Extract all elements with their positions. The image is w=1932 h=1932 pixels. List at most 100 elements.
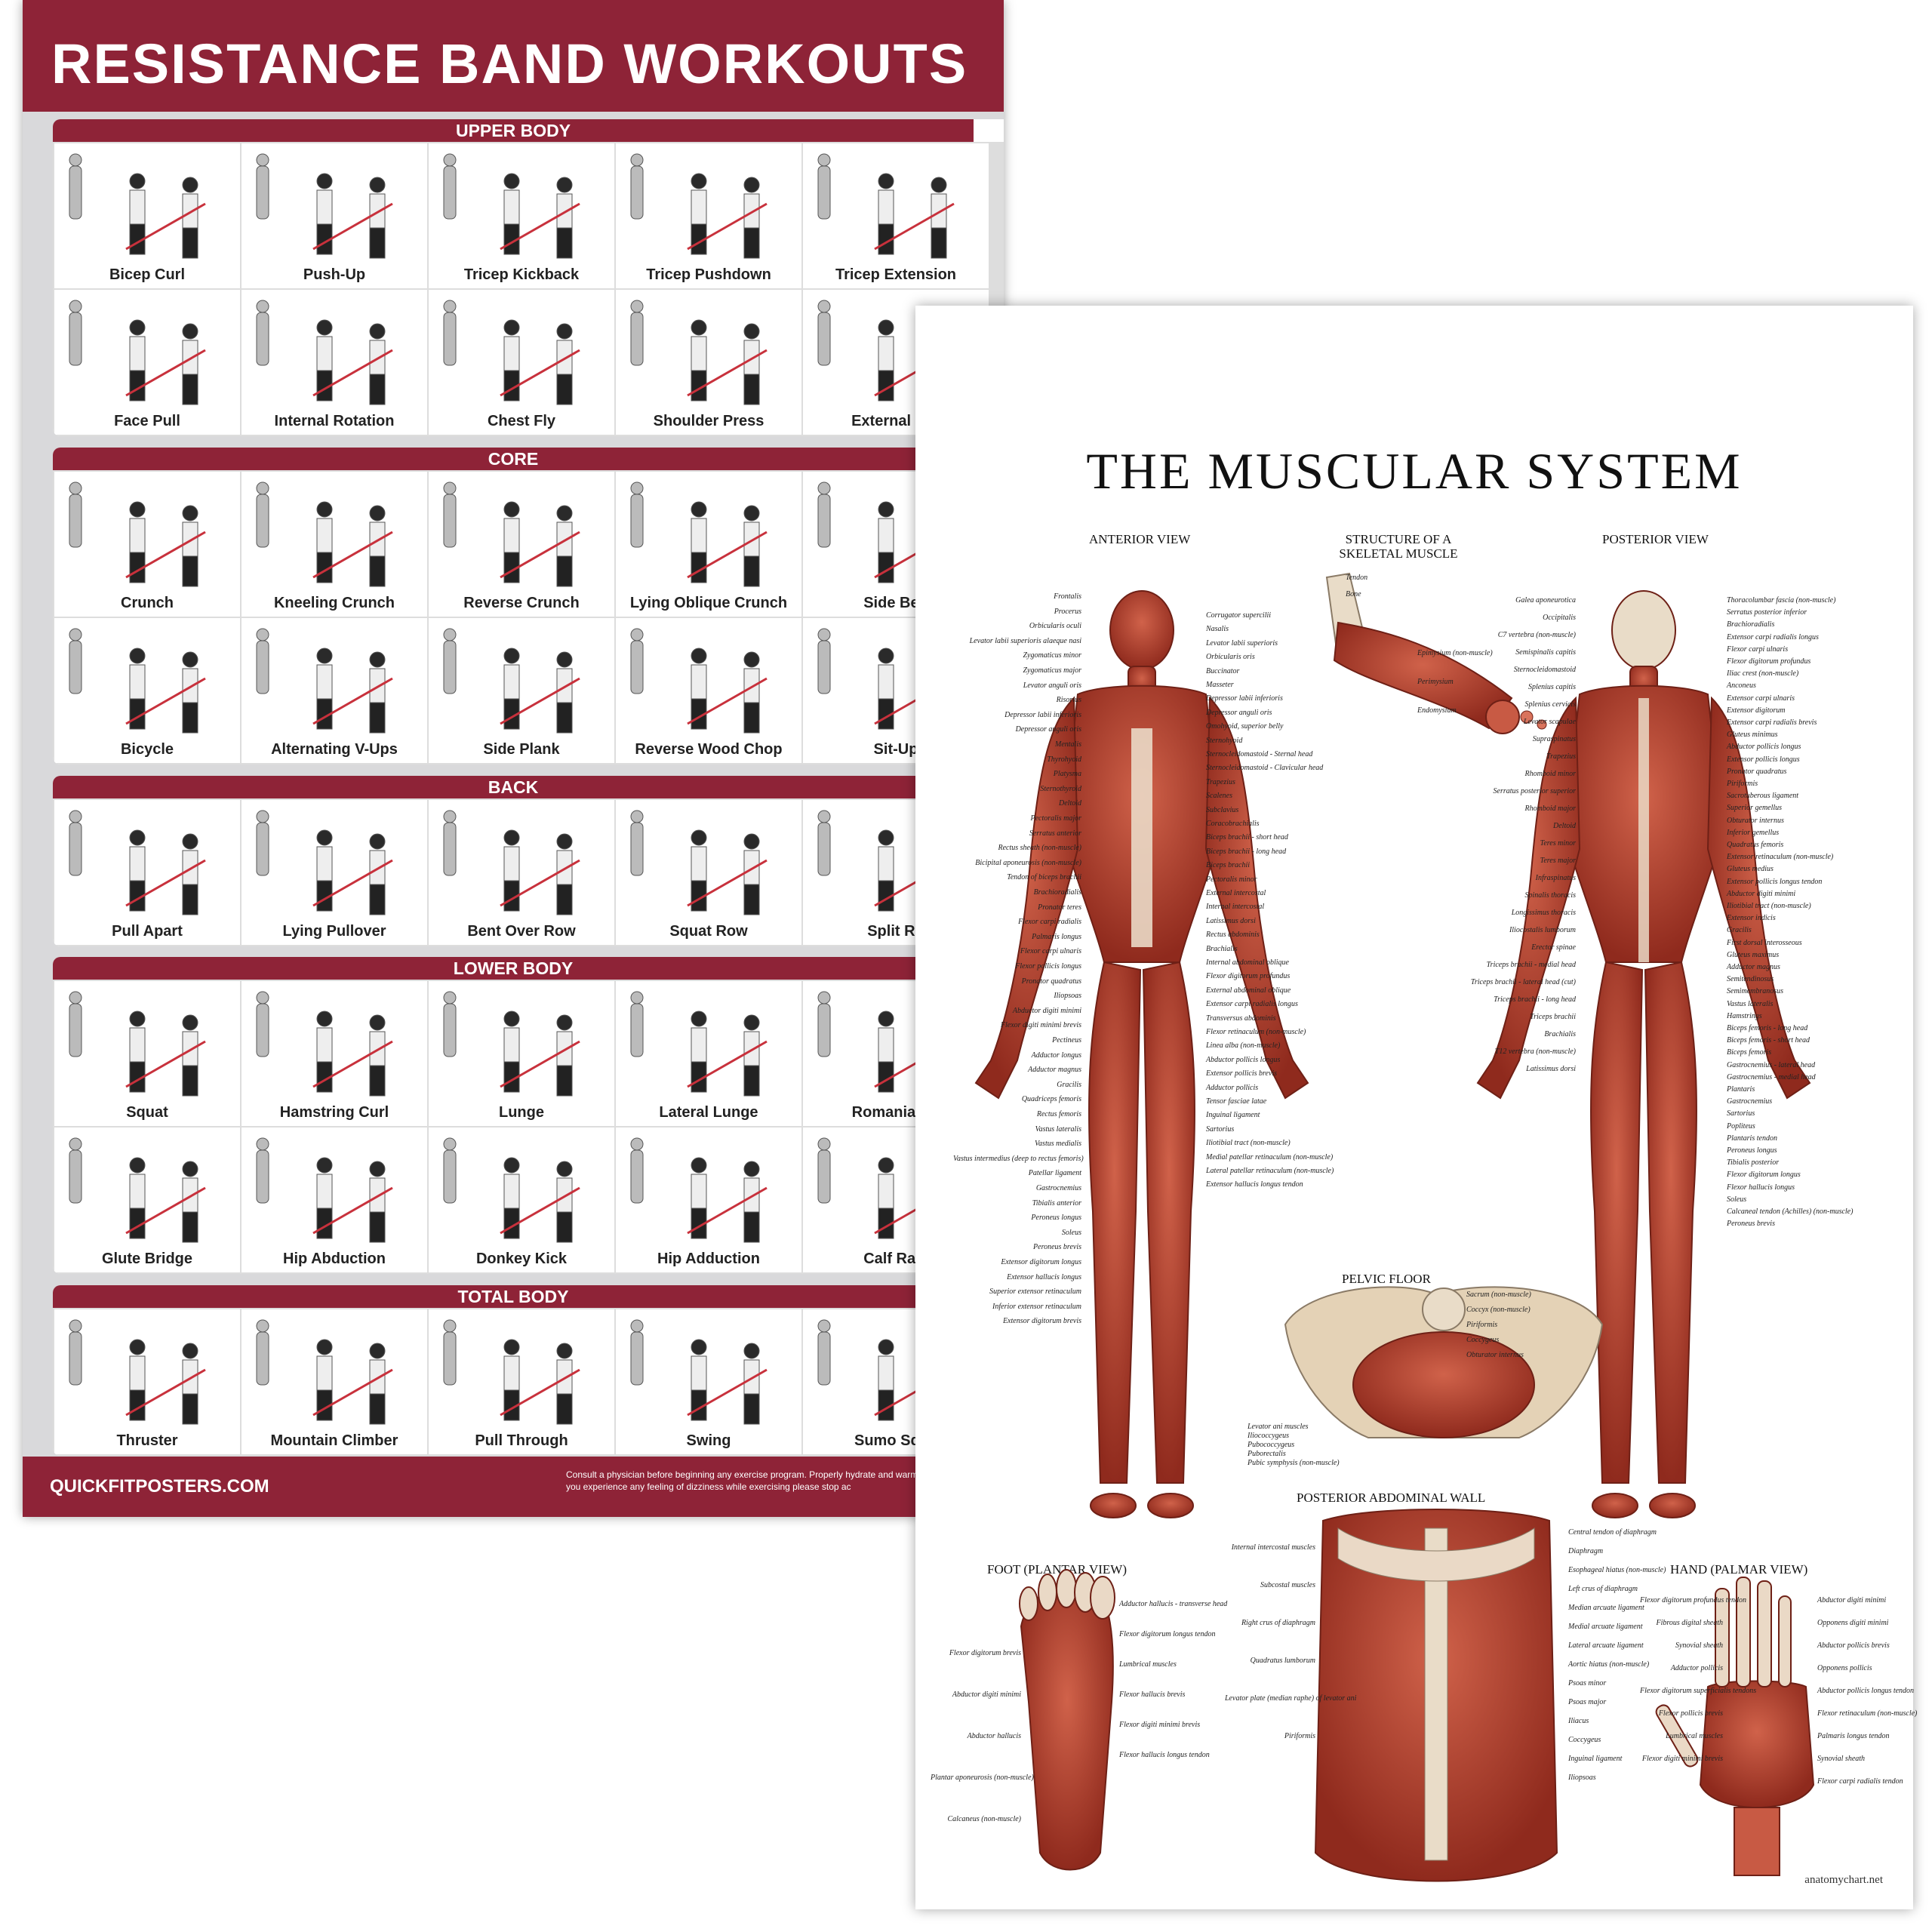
anatomy-label: Brachioradialis bbox=[1727, 620, 1775, 629]
exercise-card: Pull Apart bbox=[54, 800, 240, 945]
anatomy-label: Extensor pollicis longus tendon bbox=[1727, 877, 1823, 886]
exercise-card: Side Plank bbox=[429, 618, 614, 763]
anatomy-label: Aortic hiatus (non-muscle) bbox=[1568, 1660, 1650, 1669]
anatomy-label: Bicipital aponeurosis (non-muscle) bbox=[975, 858, 1081, 867]
anatomy-label: Flexor digitorum brevis bbox=[949, 1649, 1021, 1657]
exercise-label: Kneeling Crunch bbox=[273, 595, 395, 611]
anatomy-label: Flexor digiti minimi brevis bbox=[1000, 1021, 1081, 1030]
exercise-illustration bbox=[69, 628, 206, 734]
exercise-label: Push-Up bbox=[303, 266, 366, 283]
hand-caption: HAND (PALMAR VIEW) bbox=[1670, 1562, 1808, 1577]
exercise-illustration bbox=[443, 991, 580, 1097]
exercise-card: Kneeling Crunch bbox=[242, 472, 427, 617]
exercise-label: Shoulder Press bbox=[653, 413, 764, 429]
exercise-illustration bbox=[69, 991, 206, 1097]
anatomy-label: Plantaris bbox=[1727, 1085, 1755, 1094]
exercise-card: Bent Over Row bbox=[429, 800, 614, 945]
exercise-card: Push-Up bbox=[242, 143, 427, 288]
exercise-card: Shoulder Press bbox=[616, 290, 801, 435]
section-title: LOWER BODY bbox=[53, 957, 974, 980]
exercise-card: Thruster bbox=[54, 1309, 240, 1454]
anatomy-label: Superior extensor retinaculum bbox=[989, 1287, 1081, 1297]
abdominal-wall-caption: POSTERIOR ABDOMINAL WALL bbox=[1297, 1491, 1486, 1505]
anatomy-label: Thoracolumbar fascia (non-muscle) bbox=[1727, 596, 1836, 605]
anatomy-label: Sternohyoid bbox=[1206, 736, 1243, 745]
exercise-card: Lunge bbox=[429, 981, 614, 1126]
anatomy-label: Coccygeus bbox=[1568, 1736, 1601, 1744]
anatomy-label: Piriformis bbox=[1727, 780, 1758, 788]
anatomy-label: Rectus femoris bbox=[1036, 1110, 1081, 1118]
exercise-illustration bbox=[443, 810, 580, 915]
exercise-card: Tricep Pushdown bbox=[616, 143, 801, 288]
anatomy-label: Flexor pollicis brevis bbox=[1658, 1709, 1723, 1718]
anatomy-label: External intercostal bbox=[1206, 889, 1266, 897]
anatomy-label: Adductor magnus bbox=[1727, 963, 1780, 971]
anatomy-label: Synovial sheath bbox=[1817, 1755, 1866, 1763]
anatomy-label: Triceps brachii - lateral head (cut) bbox=[1470, 978, 1576, 986]
exercise-card: Lying Oblique Crunch bbox=[616, 472, 801, 617]
anatomy-label: Vastus medialis bbox=[1035, 1140, 1081, 1149]
footer-website: QUICKFITPOSTERS.COM bbox=[50, 1476, 269, 1497]
anatomy-label: Vastus lateralis bbox=[1727, 999, 1774, 1008]
exercise-card: Squat bbox=[54, 981, 240, 1126]
section-title: UPPER BODY bbox=[53, 119, 974, 142]
exercise-label: Lateral Lunge bbox=[659, 1104, 758, 1121]
anatomy-label: Levator labii superioris bbox=[1206, 638, 1278, 648]
anatomy-label: Brachialis bbox=[1544, 1030, 1576, 1038]
anatomy-label: Extensor pollicis longus bbox=[1727, 755, 1800, 764]
anatomy-label: Adductor magnus bbox=[1028, 1066, 1081, 1075]
anatomy-label: Procerus bbox=[1054, 607, 1081, 616]
exercise-card: Bicep Curl bbox=[54, 143, 240, 288]
anatomy-label: Platysma bbox=[1053, 770, 1081, 779]
anatomy-label: Triceps brachii - long head bbox=[1494, 995, 1576, 1004]
anatomy-label: Sartorius bbox=[1727, 1109, 1755, 1118]
anatomy-label: Flexor retinaculum (non-muscle) bbox=[1206, 1028, 1306, 1036]
anatomy-label: Puborectalis bbox=[1247, 1450, 1286, 1458]
anatomy-label: Tendon of biceps brachii bbox=[1007, 873, 1081, 882]
anatomy-label: Gracilis bbox=[1057, 1080, 1081, 1089]
anatomy-label: Extensor pollicis brevis bbox=[1206, 1069, 1278, 1078]
anatomy-label: Flexor digitorum profundus tendon bbox=[1640, 1596, 1747, 1604]
anatomy-label: Pronator quadratus bbox=[1727, 767, 1787, 776]
muscular-system-poster: THE MUSCULAR SYSTEM ANTERIOR VIEW STRUCT… bbox=[915, 306, 1917, 1909]
anatomy-label: Iliac crest (non-muscle) bbox=[1727, 669, 1799, 678]
exercise-illustration bbox=[69, 1137, 206, 1243]
exercise-illustration bbox=[817, 153, 955, 259]
exercise-label: Reverse Crunch bbox=[463, 595, 580, 611]
anatomy-label: Gracilis bbox=[1727, 926, 1752, 935]
anterior-view-caption: ANTERIOR VIEW bbox=[1089, 532, 1191, 546]
anatomy-label: Inferior extensor retinaculum bbox=[992, 1302, 1081, 1311]
anatomy-label: Extensor digitorum brevis bbox=[1002, 1317, 1081, 1326]
anatomy-label: Tendon bbox=[1346, 574, 1368, 582]
exercise-label: Hip Abduction bbox=[283, 1251, 386, 1267]
exercise-illustration bbox=[256, 1319, 393, 1425]
anatomy-label: Tensor fasciae latae bbox=[1206, 1097, 1267, 1106]
exercise-card: Lateral Lunge bbox=[616, 981, 801, 1126]
anatomy-label: Abductor hallucis bbox=[967, 1732, 1021, 1740]
anatomy-label: Gastrocnemius bbox=[1727, 1097, 1773, 1106]
anatomy-label: Soleus bbox=[1061, 1228, 1081, 1237]
anatomy-label: Longissimus thoracis bbox=[1511, 909, 1576, 917]
anatomy-label: Lateral patellar retinaculum (non-muscle… bbox=[1206, 1167, 1334, 1175]
anatomy-label: Inferior gemellus bbox=[1727, 828, 1780, 837]
anatomy-label: Palmaris longus bbox=[1032, 932, 1081, 941]
exercise-illustration bbox=[630, 991, 768, 1097]
anatomy-label: Flexor digitorum longus bbox=[1727, 1171, 1801, 1180]
anatomy-label: Levator plate (median raphe) of levator … bbox=[1225, 1694, 1357, 1703]
exercise-label: Swing bbox=[686, 1432, 731, 1449]
anatomy-label: Left crus of diaphragm bbox=[1568, 1585, 1638, 1593]
anatomy-label: Extensor carpi radialis longus bbox=[1727, 632, 1819, 641]
anatomy-label: Pectoralis major bbox=[1030, 814, 1082, 823]
anatomy-label: Abductor digiti minimi bbox=[952, 1690, 1021, 1699]
exercise-label: Pull Through bbox=[475, 1432, 568, 1449]
exercise-label: Sit-Up bbox=[873, 741, 918, 758]
exercise-label: Alternating V-Ups bbox=[271, 741, 398, 758]
anatomy-illustrations bbox=[974, 572, 1815, 1882]
anatomy-label: Pectineus bbox=[1052, 1036, 1081, 1044]
anatomy-label: Lumbrical muscles bbox=[1666, 1732, 1723, 1740]
exercise-illustration bbox=[256, 1137, 393, 1243]
anatomy-label: Levator labii superioris alaeque nasi bbox=[969, 636, 1081, 645]
